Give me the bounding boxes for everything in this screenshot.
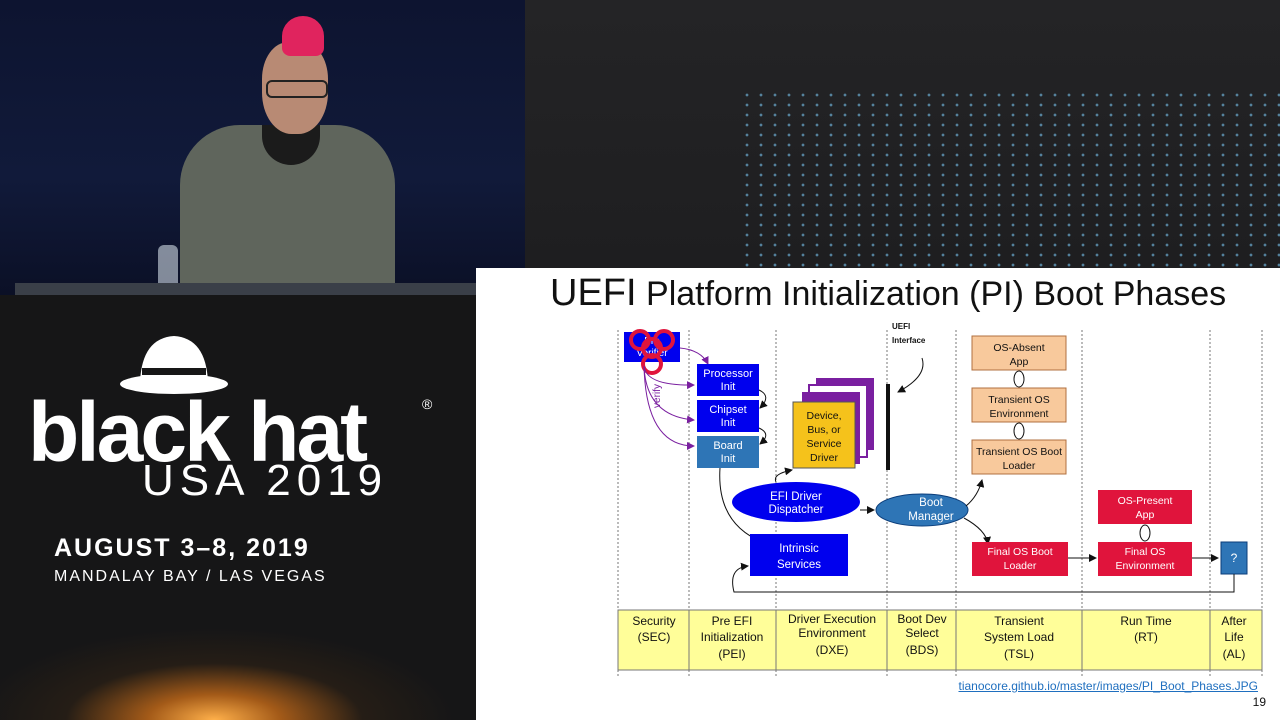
event-dates: AUGUST 3–8, 2019 [54,534,310,562]
transient-os-env-box [971,387,1067,423]
final-loader-line2: Loader [1004,560,1037,572]
rt-loop-arrow [1139,524,1151,542]
dispatcher-line2: Dispatcher [769,504,824,516]
boot-manager-ellipse [875,493,969,527]
phase-dxe-line3: (DXE) [816,643,849,657]
os-present-line1: OS-Present [1118,495,1173,507]
transient-env-line1: Transient OS [988,394,1049,406]
speaker-head [262,42,328,134]
transient-loader-line2: Loader [1003,460,1036,472]
speaker-video [0,0,525,295]
chipset-init-line1: Chipset [709,404,746,416]
tsl-loop-arrows [1013,370,1025,440]
chipset-init-line2: Init [721,417,736,429]
registered-mark: ® [422,396,433,412]
phase-pei-line2: Initialization [701,630,764,644]
phase-bds-line3: (BDS) [906,643,939,657]
event-venue: MANDALAY BAY / LAS VEGAS [54,568,327,585]
boot-manager-arrows [963,479,991,545]
intrinsic-line2: Services [777,559,821,571]
road-lights-decoration [0,620,476,720]
uefi-interface-line1: UEFI [892,322,910,331]
driver-box [792,401,856,469]
speaker-glasses [266,80,328,98]
phase-rt-line1: Run Time [1120,614,1172,628]
boot-manager-line1: Boot [919,497,943,509]
event-name: USA 2019 [142,456,389,505]
phase-bds-line2: Select [905,626,939,640]
speaker-hair [282,16,324,56]
dispatcher-arrows [774,467,875,514]
phase-al-line3: (AL) [1223,647,1246,661]
phase-dxe-line1: Driver Execution [788,612,876,626]
presentation-slide: UEFI Platform Initialization (PI) Boot P… [476,268,1280,720]
os-absent-line2: App [1010,356,1029,368]
podium [15,283,525,295]
phase-al-line2: Life [1224,630,1244,644]
driver-line2: Bus, or [807,424,841,436]
phase-pei-line1: Pre EFI [712,614,753,628]
return-loop-arrow [732,562,1235,593]
transient-os-loader-box [971,439,1067,475]
phase-bds-line1: Boot Dev [897,612,946,626]
page-number: 19 [1252,695,1266,709]
final-env-line1: Final OS [1125,546,1166,558]
afterlife-label: ? [1231,551,1238,565]
phase-tsl-line1: Transient [994,614,1044,628]
phase-sec-line1: Security [632,614,675,628]
board-init-line2: Init [721,453,736,465]
source-link[interactable]: tianocore.github.io/master/images/PI_Boo… [958,679,1259,693]
intrinsic-services-box [750,534,848,576]
intrinsic-line1: Intrinsic [779,543,819,555]
biohazard-icon [629,329,675,375]
os-absent-line1: OS-Absent [993,342,1044,354]
slide-title: UEFI Platform Initialization (PI) Boot P… [550,272,1226,315]
afterlife-box [1220,541,1248,575]
os-present-app-box [1098,490,1192,524]
phase-tsl-line3: (TSL) [1004,647,1034,661]
phase-al-line1: After [1221,614,1246,628]
pre-verifier-line1: Pre [644,336,660,347]
processor-init-line2: Init [721,381,736,393]
phase-tsl-line2: System Load [984,630,1054,644]
processor-init-box [697,364,759,396]
boot-manager-line2: Manager [908,511,954,523]
board-init-line1: Board [713,440,742,452]
dispatcher-line1: EFI Driver [770,491,822,503]
light-dots-decoration [740,90,1280,270]
final-loader-line1: Final OS Boot [987,546,1052,558]
phase-strip-dividers [688,610,1211,670]
driver-line3: Service [806,438,841,450]
hat-logo-icon [120,336,228,394]
verify-label: verify [652,384,663,408]
final-os-loader-box [972,542,1068,576]
slide-title-prefix: UEFI [550,272,637,314]
driver-dispatcher-ellipse [732,482,860,522]
boot-phases-diagram: Pre Verifier verify Processor Init Chips… [617,322,1263,678]
black-hat-logo: black hat [28,385,368,479]
final-os-env-box [1098,542,1192,576]
phase-sec-line2: (SEC) [638,630,671,644]
os-present-line2: App [1136,509,1155,521]
transient-loader-line1: Transient OS Boot [976,446,1062,458]
chipset-init-box [697,400,759,432]
driver-line4: Driver [810,452,839,464]
phase-dxe-line2: Environment [798,626,866,640]
phase-pei-line3: (PEI) [718,647,745,661]
processor-init-line1: Processor [703,368,753,380]
os-absent-app-box [971,335,1067,371]
uefi-interface-bar [886,384,890,470]
uefi-interface-arrow [897,357,924,393]
uefi-interface-line2: Interface [892,336,926,345]
final-env-line2: Environment [1116,560,1175,572]
transient-env-line2: Environment [990,408,1049,420]
verify-arrows [643,347,709,450]
phase-rt-line2: (RT) [1134,630,1158,644]
phase-strip [617,609,1263,671]
board-init-box [697,436,759,468]
driver-line1: Device, [806,410,841,422]
slide-title-rest: Platform Initialization (PI) Boot Phases [646,275,1227,313]
water-bottle [158,245,178,289]
